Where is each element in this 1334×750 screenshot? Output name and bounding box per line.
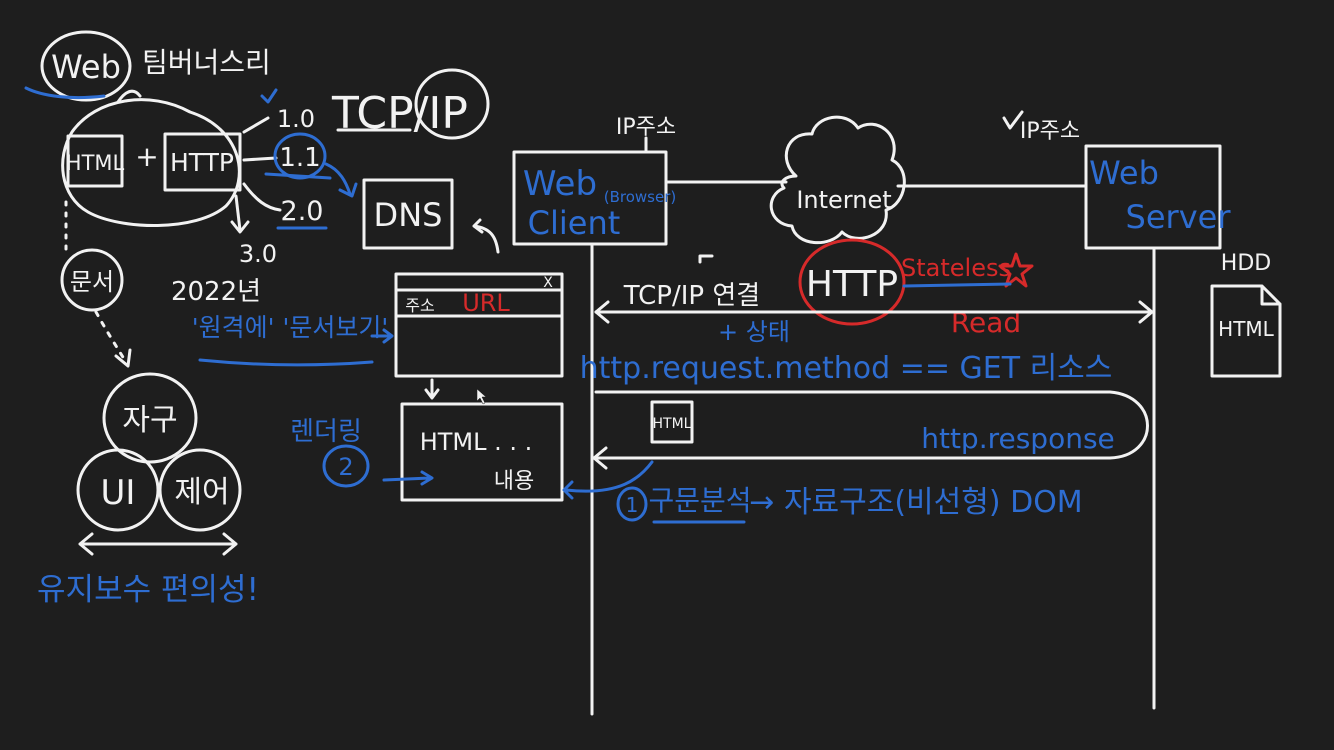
plus-state-label: + 상태 (718, 318, 790, 346)
v11-circle (273, 132, 327, 180)
hdd-label: HDD (1221, 251, 1271, 276)
version-3-0: 3.0 (239, 240, 277, 268)
control-label: 제어 (174, 475, 229, 510)
content-body-label: 내용 (494, 469, 534, 494)
v20-line (242, 182, 282, 212)
hdd-file-label: HTML (1218, 317, 1275, 341)
v30-arrowhead (230, 220, 250, 234)
html-label: HTML (66, 151, 125, 175)
server-title: Web (1089, 154, 1159, 192)
http-center-label: HTTP (806, 264, 898, 305)
step2-label: 2 (338, 453, 353, 481)
web-underline (24, 86, 106, 100)
internet-label: Internet (796, 186, 891, 214)
tcp-connect-label: TCP/IP 연결 (623, 281, 760, 311)
control-circle (158, 448, 242, 532)
tcp-arrow-right (1138, 300, 1154, 324)
web-circle (40, 30, 132, 102)
request-response-loop (592, 390, 1149, 460)
browser-sketch: X 주소 URL HTML . . . 내용 렌더링 2 (290, 272, 564, 502)
v30-line (234, 194, 242, 232)
plus-sign: + (135, 140, 158, 173)
ip-circle (414, 68, 490, 140)
packet-label: HTML (653, 416, 692, 432)
ui-circle (76, 448, 160, 532)
http-red-circle (798, 238, 906, 326)
hdd-file-icon (1210, 284, 1282, 378)
version-2-0: 2.0 (281, 196, 324, 227)
content-html-label: HTML . . . (420, 428, 533, 456)
tree-label: → 자료구조(비선형) DOM (749, 485, 1082, 520)
network-section: IP주소 Web (Browser) Client Internet HTTP … (512, 110, 1282, 716)
server-ip-label: IP주소 (1020, 119, 1080, 144)
tcp-arrow-left (594, 300, 610, 324)
year-label: 2022년 (171, 277, 261, 307)
rendering-label: 렌더링 (290, 417, 362, 447)
http-box (163, 132, 242, 192)
render-result-box (400, 402, 564, 502)
response-arrowhead (592, 446, 608, 470)
maintainability-label: 유지보수 편의성! (37, 572, 259, 608)
step1-label: 1 (626, 493, 639, 517)
ui-label: UI (101, 473, 136, 513)
dotted-arrowhead (114, 348, 132, 368)
step1-circle (616, 486, 648, 522)
render-down-arrow (424, 378, 440, 400)
address-label: 주소 (405, 296, 434, 315)
internet-cloud (769, 115, 906, 245)
response-label: http.response (921, 422, 1115, 455)
packet-box (650, 400, 694, 444)
server-check-icon (1002, 110, 1024, 130)
v11-underline (264, 172, 332, 180)
browser-window (394, 272, 564, 378)
tcp-connect-bracket (698, 254, 714, 264)
parse-label: 구문분석 (648, 484, 751, 517)
client-subtitle: Client (528, 204, 621, 242)
stateless-label: Stateless (901, 254, 1011, 282)
close-icon: X (543, 275, 553, 291)
structure-circle (102, 372, 198, 464)
client-ip-label: IP주소 (616, 115, 676, 140)
structure-label: 자구 (122, 403, 177, 438)
web-server-box (1084, 144, 1222, 250)
request-label: http.request.method == GET 리소스 (580, 351, 1113, 386)
server-subtitle: Server (1126, 198, 1232, 236)
html-box (66, 134, 124, 188)
parse-to-render-arrow (562, 460, 654, 500)
rendering-arrow (382, 470, 434, 486)
dns-box (362, 178, 454, 250)
step2-circle (322, 444, 370, 488)
html-http-blob (61, 98, 241, 228)
v11-to-dns-arrow (324, 162, 352, 196)
version-1-1: 1.1 (279, 143, 320, 173)
url-label: URL (462, 289, 510, 317)
client-browser-label: (Browser) (604, 188, 677, 206)
document-label: 문서 (70, 268, 114, 296)
web-label: Web (51, 48, 121, 86)
remote-docs-label: '원격에' '문서보기' (192, 313, 388, 342)
v11-line (242, 156, 278, 162)
http-label: HTTP (170, 148, 234, 177)
dotted-arrow (94, 310, 128, 364)
mouse-cursor-icon (476, 388, 487, 405)
double-arrow (78, 532, 238, 556)
dns-label: DNS (374, 196, 443, 234)
web-history-section: Web 팀버너스리 HTML + HTTP 1.0 1.1 2.0 3.0 20… (24, 30, 500, 608)
version-1-0: 1.0 (277, 105, 315, 133)
stateless-underline (902, 282, 1012, 288)
client-title: Web (523, 164, 597, 204)
v10-line (242, 116, 270, 134)
creator-label: 팀버너스리 (142, 46, 271, 79)
remote-docs-underline (198, 358, 374, 367)
star-icon (998, 252, 1034, 288)
remote-docs-arrow (370, 328, 394, 344)
browser-to-dns-arrow (472, 218, 500, 254)
web-client-box (512, 150, 668, 246)
v11-to-dns-arrowhead (338, 182, 358, 198)
check-icon (260, 88, 278, 104)
web-to-blob-arrow (116, 89, 142, 104)
document-circle (60, 248, 124, 312)
